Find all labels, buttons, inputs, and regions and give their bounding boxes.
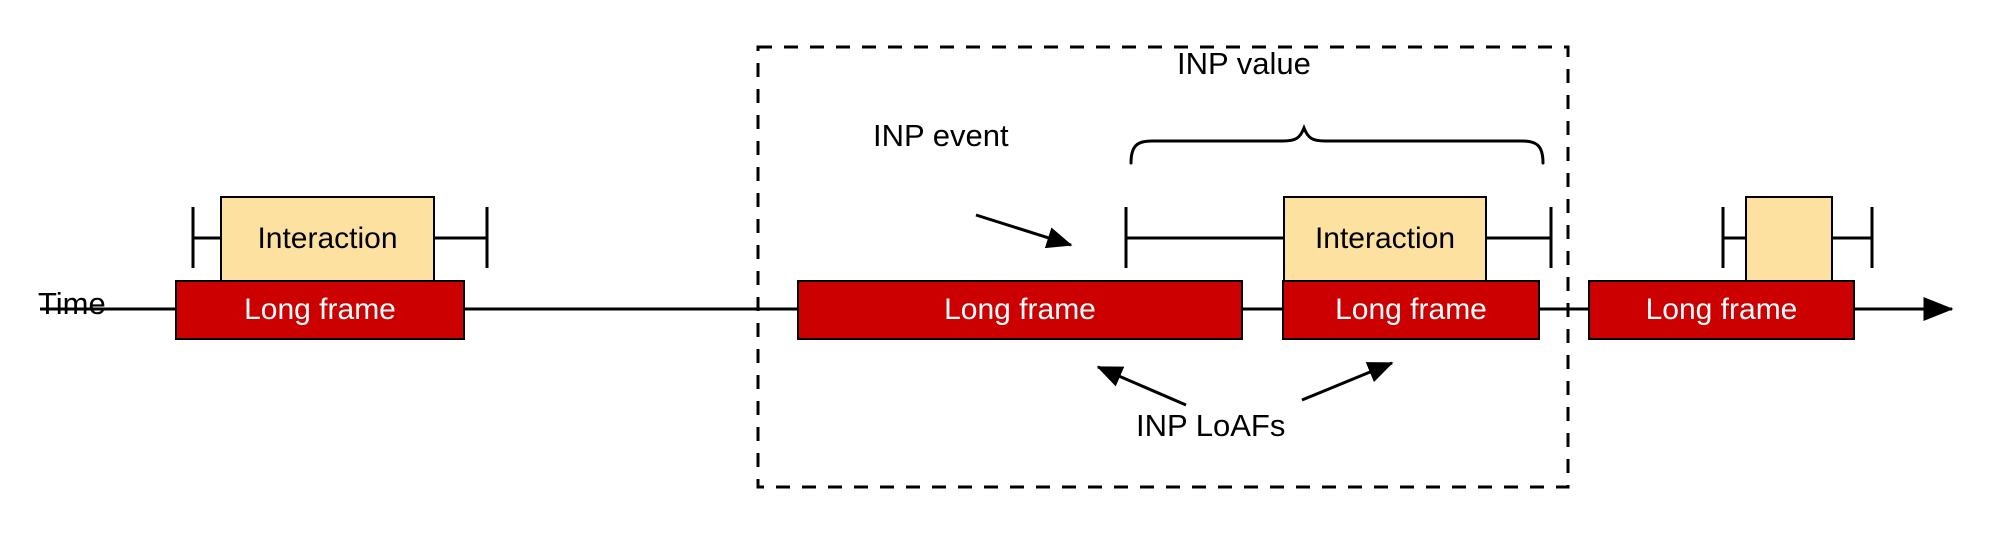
- inp-loafs-pointer-arrow-right: [1301, 361, 1394, 402]
- interaction-1-label: Interaction: [257, 222, 398, 255]
- interaction-1: Interaction: [220, 196, 435, 282]
- inp-value-brace: [1129, 123, 1545, 165]
- long-frame-1: Long frame: [175, 280, 465, 340]
- inp-event-annotation: INP event: [873, 118, 1009, 153]
- inp-event-pointer-arrow: [975, 213, 1073, 249]
- inp-loafs-annotation: INP LoAFs: [1136, 408, 1286, 443]
- long-frame-2-label: Long frame: [944, 293, 1096, 326]
- interaction-3: [1745, 196, 1833, 282]
- long-frame-4-label: Long frame: [1645, 293, 1798, 326]
- inp-loafs-pointer-arrow-left: [1096, 365, 1187, 407]
- long-frame-1-label: Long frame: [244, 293, 396, 326]
- long-frame-2: Long frame: [797, 280, 1243, 340]
- long-frame-3: Long frame: [1282, 280, 1540, 340]
- interaction-2: Interaction: [1283, 196, 1487, 282]
- inp-value-annotation: INP value: [1177, 46, 1311, 81]
- interaction-2-label: Interaction: [1314, 222, 1456, 255]
- long-frame-4: Long frame: [1588, 280, 1855, 340]
- time-axis-label: Time: [38, 286, 106, 321]
- long-frame-3-label: Long frame: [1335, 293, 1487, 326]
